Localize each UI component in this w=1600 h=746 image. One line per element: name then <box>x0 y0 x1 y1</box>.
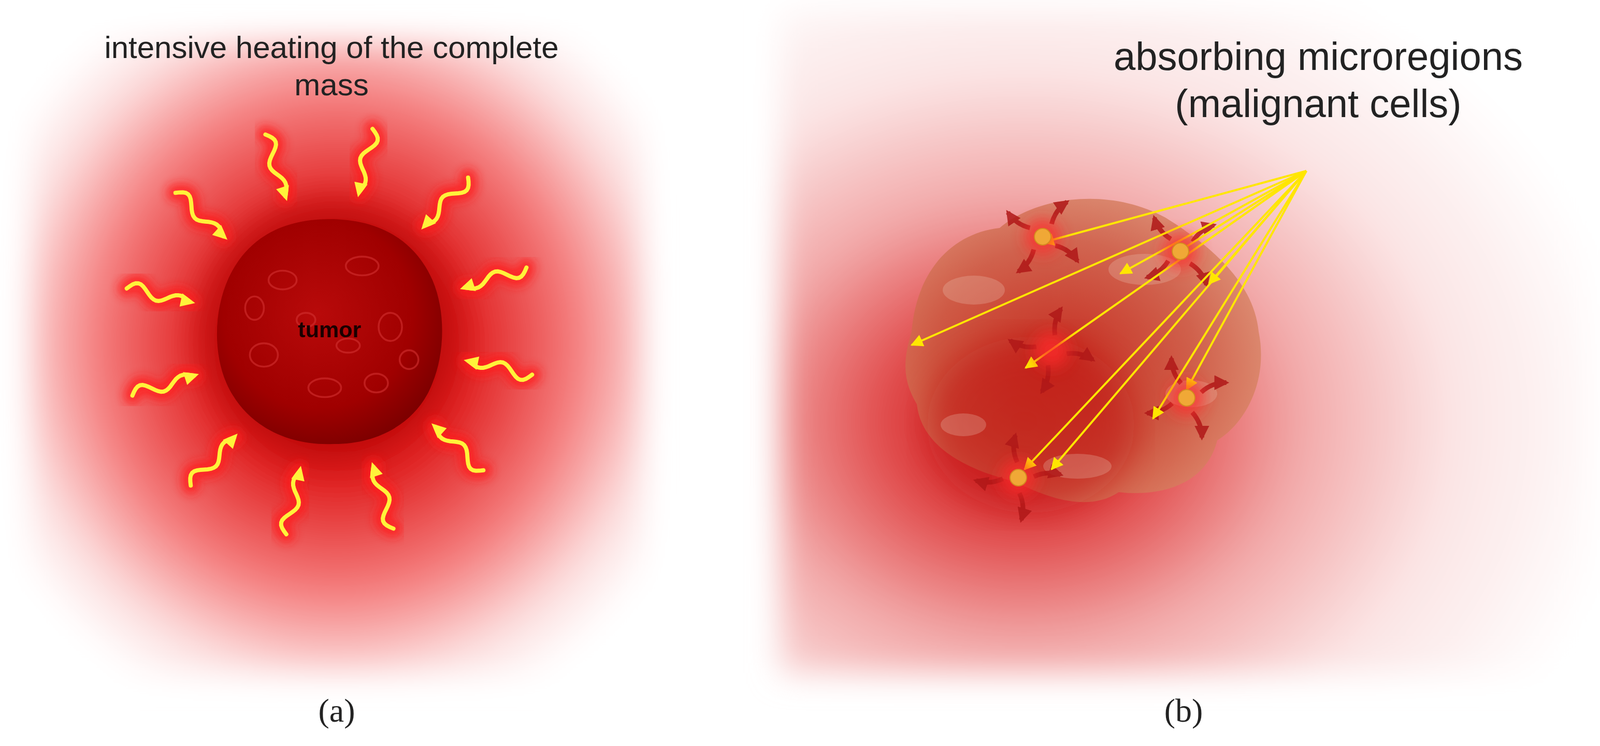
heat-burst <box>1051 202 1068 225</box>
wave-arrowhead <box>369 462 383 479</box>
heat-glow <box>780 10 1592 674</box>
malignant-cell <box>1172 242 1189 260</box>
dot-glow <box>1169 380 1205 416</box>
dot-glow <box>1162 233 1199 269</box>
heat-burst <box>1189 263 1207 285</box>
tumor-glow <box>199 202 459 461</box>
heat-wave <box>435 426 484 471</box>
wave-arrowhead <box>276 184 290 201</box>
heat-wave <box>358 128 378 193</box>
leader-line <box>1024 170 1307 470</box>
heat-wave <box>424 177 469 226</box>
wave-arrowhead <box>182 371 199 385</box>
dot-glow <box>1033 332 1070 368</box>
malignant-cell <box>1178 389 1195 407</box>
heat-burst <box>1007 212 1031 228</box>
tumor-texture <box>346 256 379 276</box>
heat-burst <box>1066 353 1093 360</box>
leader-line <box>1042 170 1307 243</box>
heat-burst <box>1201 382 1227 393</box>
leader-line <box>1186 170 1307 390</box>
heat-wave <box>190 437 235 486</box>
leader-lines <box>911 170 1307 470</box>
panel-label: (b) <box>1131 690 1236 731</box>
tumor-texture <box>364 373 388 393</box>
heat-burst <box>1055 245 1078 262</box>
wave-glow <box>435 426 484 471</box>
wave-arrowhead <box>431 423 448 438</box>
wave-arrowhead <box>421 214 436 230</box>
leader-line <box>1152 170 1307 419</box>
wave-glow <box>465 267 527 289</box>
dot-glow <box>1025 219 1061 255</box>
heat-burst <box>1019 493 1023 521</box>
wave-arrowhead <box>212 224 228 240</box>
wave-glow <box>190 437 235 486</box>
heat-wave <box>132 374 195 396</box>
absorbing-dots <box>1000 219 1205 496</box>
leader-line <box>1051 170 1307 470</box>
heat-glow <box>30 40 643 674</box>
wave-glow <box>372 467 394 529</box>
wave-glow <box>126 283 191 302</box>
heat-wave <box>281 470 300 535</box>
heat-wave <box>126 283 191 302</box>
wave-arrowhead <box>179 293 196 307</box>
heat-wave <box>265 134 287 197</box>
leader-line <box>1025 170 1307 368</box>
callout-label: absorbing microregions (malignant cells) <box>1064 32 1573 127</box>
node-text: tumor <box>297 316 362 343</box>
tumor-texture <box>249 343 278 367</box>
leader-line <box>911 170 1307 345</box>
heat-burst <box>1010 340 1037 348</box>
heat-waves <box>126 128 533 535</box>
wave-glow <box>358 128 378 193</box>
wave-glow <box>424 177 469 226</box>
heat-wave <box>468 361 532 380</box>
wave-glow <box>175 192 224 237</box>
wave-arrowhead <box>463 356 480 370</box>
heat-wave <box>175 192 224 237</box>
heat-burst <box>1192 412 1203 438</box>
tumor-texture <box>399 350 419 369</box>
malignant-cell <box>1010 469 1027 486</box>
panel-label: (a) <box>284 690 389 731</box>
tumor-texture <box>378 312 402 341</box>
heat-burst <box>1013 435 1018 463</box>
heat-burst <box>1033 472 1061 477</box>
heat-burst <box>1042 365 1049 392</box>
tumor-texture <box>268 270 297 290</box>
wave-glow <box>265 134 287 197</box>
heat-burst <box>1054 308 1061 336</box>
wave-arrowhead <box>291 465 305 482</box>
wave-glow <box>132 374 195 396</box>
heading: intensive heating of the complete mass <box>103 29 560 104</box>
dot-glow <box>1000 459 1036 496</box>
tissue-texture <box>940 253 1218 479</box>
wave-glow <box>281 470 300 535</box>
tumor-circle: tumor <box>212 214 447 449</box>
malignant-cell <box>1034 228 1051 245</box>
wave-arrowhead <box>459 278 477 292</box>
heat-burst <box>1018 249 1034 272</box>
heat-burst <box>975 478 1003 483</box>
heat-wave <box>465 267 527 289</box>
wave-arrowhead <box>354 181 368 198</box>
wave-glow <box>468 361 532 380</box>
tumor-shape <box>217 219 443 444</box>
tumor-texture <box>308 378 341 397</box>
wave-arrowhead <box>222 433 238 450</box>
heat-wave <box>372 467 394 529</box>
tumor-texture <box>244 296 264 320</box>
